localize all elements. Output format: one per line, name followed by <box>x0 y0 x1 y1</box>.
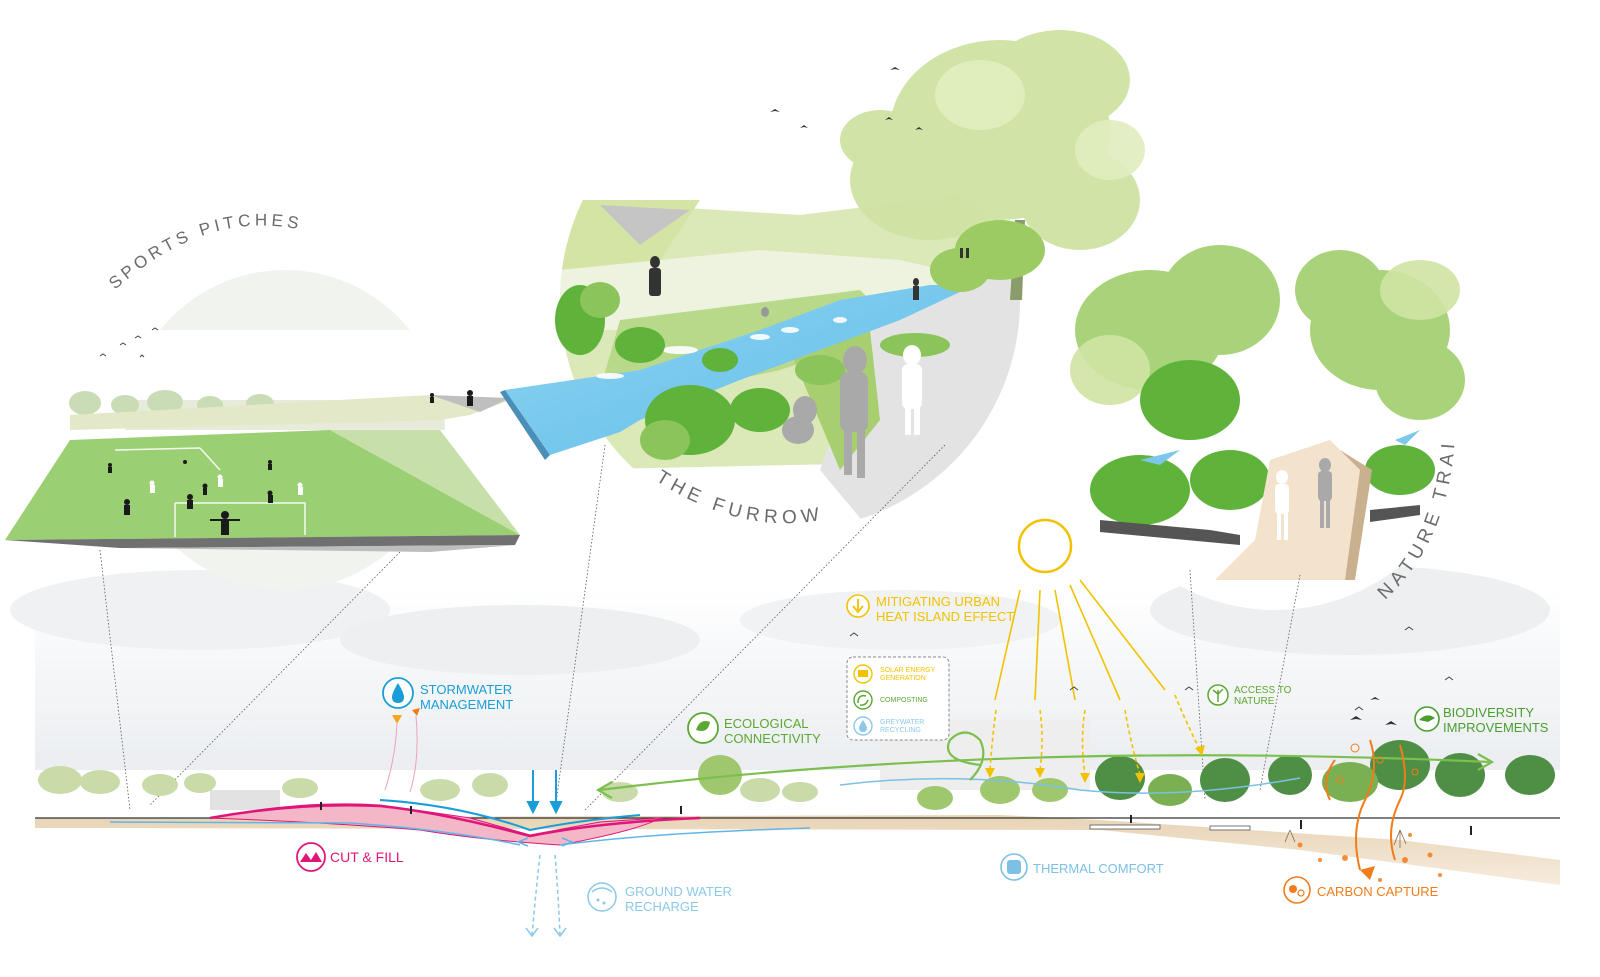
greywater-label-line2: RECYCLING <box>880 727 921 734</box>
birds <box>849 626 1454 711</box>
biodiversity-label-line1: BIODIVERSITY <box>1443 705 1535 720</box>
carbon-capture-graphic <box>1297 739 1442 882</box>
stormwater-label: STORMWATER MANAGEMENT <box>420 682 513 712</box>
ground-water-label-line2: RECHARGE <box>625 899 699 914</box>
heat-island-label-line2: HEAT ISLAND EFFECT <box>876 609 1015 624</box>
solar-label-line2: GENERATION <box>880 675 926 682</box>
ground-water-label-line1: GROUND WATER <box>625 884 732 899</box>
leader-lines <box>99 444 1301 811</box>
recycle-icon <box>853 690 873 710</box>
heat-island-label-line1: MITIGATING URBAN <box>876 594 1000 609</box>
biodiversity-label: BIODIVERSITY IMPROVEMENTS <box>1443 705 1548 735</box>
person-cool-icon <box>1000 853 1028 881</box>
greywater-label: GREYWATER RECYCLING <box>880 719 924 735</box>
water-drop-icon <box>382 677 414 709</box>
cut-fill-label: CUT & FILL <box>330 849 404 865</box>
ground-water-label: GROUND WATER RECHARGE <box>625 884 732 914</box>
solar-panel-icon <box>853 664 873 684</box>
thermometer-down-icon <box>846 594 870 618</box>
stormwater-label-line1: STORMWATER <box>420 682 513 697</box>
rain-icon <box>587 882 617 912</box>
sports-pitches-vignette: SPORTS PITCHES <box>5 210 520 590</box>
services-box <box>846 656 950 741</box>
access-label-line2: NATURE <box>1234 696 1275 707</box>
kite-markers <box>384 708 420 793</box>
leaf-network-icon <box>687 712 719 744</box>
access-label-line1: ACCESS TO <box>1234 685 1292 696</box>
biodiversity-label-line2: IMPROVEMENTS <box>1443 720 1549 735</box>
ecological-label-line2: CONNECTIVITY <box>724 731 821 746</box>
thermal-label: THERMAL COMFORT <box>1033 861 1164 876</box>
terrain-icon <box>296 842 326 872</box>
sun-heat-island <box>985 518 1205 783</box>
water-recycle-icon <box>853 716 873 736</box>
solar-label: SOLAR ENERGY GENERATION <box>880 667 935 683</box>
heat-island-label: MITIGATING URBAN HEAT ISLAND EFFECT <box>876 594 1014 624</box>
site-section <box>35 720 1560 938</box>
bird-icon <box>1414 706 1440 732</box>
greywater-label-line1: GREYWATER <box>880 719 925 726</box>
ecological-label-line1: ECOLOGICAL <box>724 716 809 731</box>
plant-icon <box>1207 684 1229 706</box>
ecological-label: ECOLOGICAL CONNECTIVITY <box>724 716 821 746</box>
carbon-molecule-icon <box>1283 876 1311 904</box>
stormwater-label-line2: MANAGEMENT <box>420 697 514 712</box>
access-label: ACCESS TO NATURE <box>1234 685 1291 707</box>
furrow-vignette: THE FURROW <box>500 30 1145 530</box>
composting-label: COMPOSTING <box>880 697 928 704</box>
sky-haze <box>10 565 1560 770</box>
carbon-label: CARBON CAPTURE <box>1317 884 1439 899</box>
solar-label-line1: SOLAR ENERGY <box>880 667 936 674</box>
